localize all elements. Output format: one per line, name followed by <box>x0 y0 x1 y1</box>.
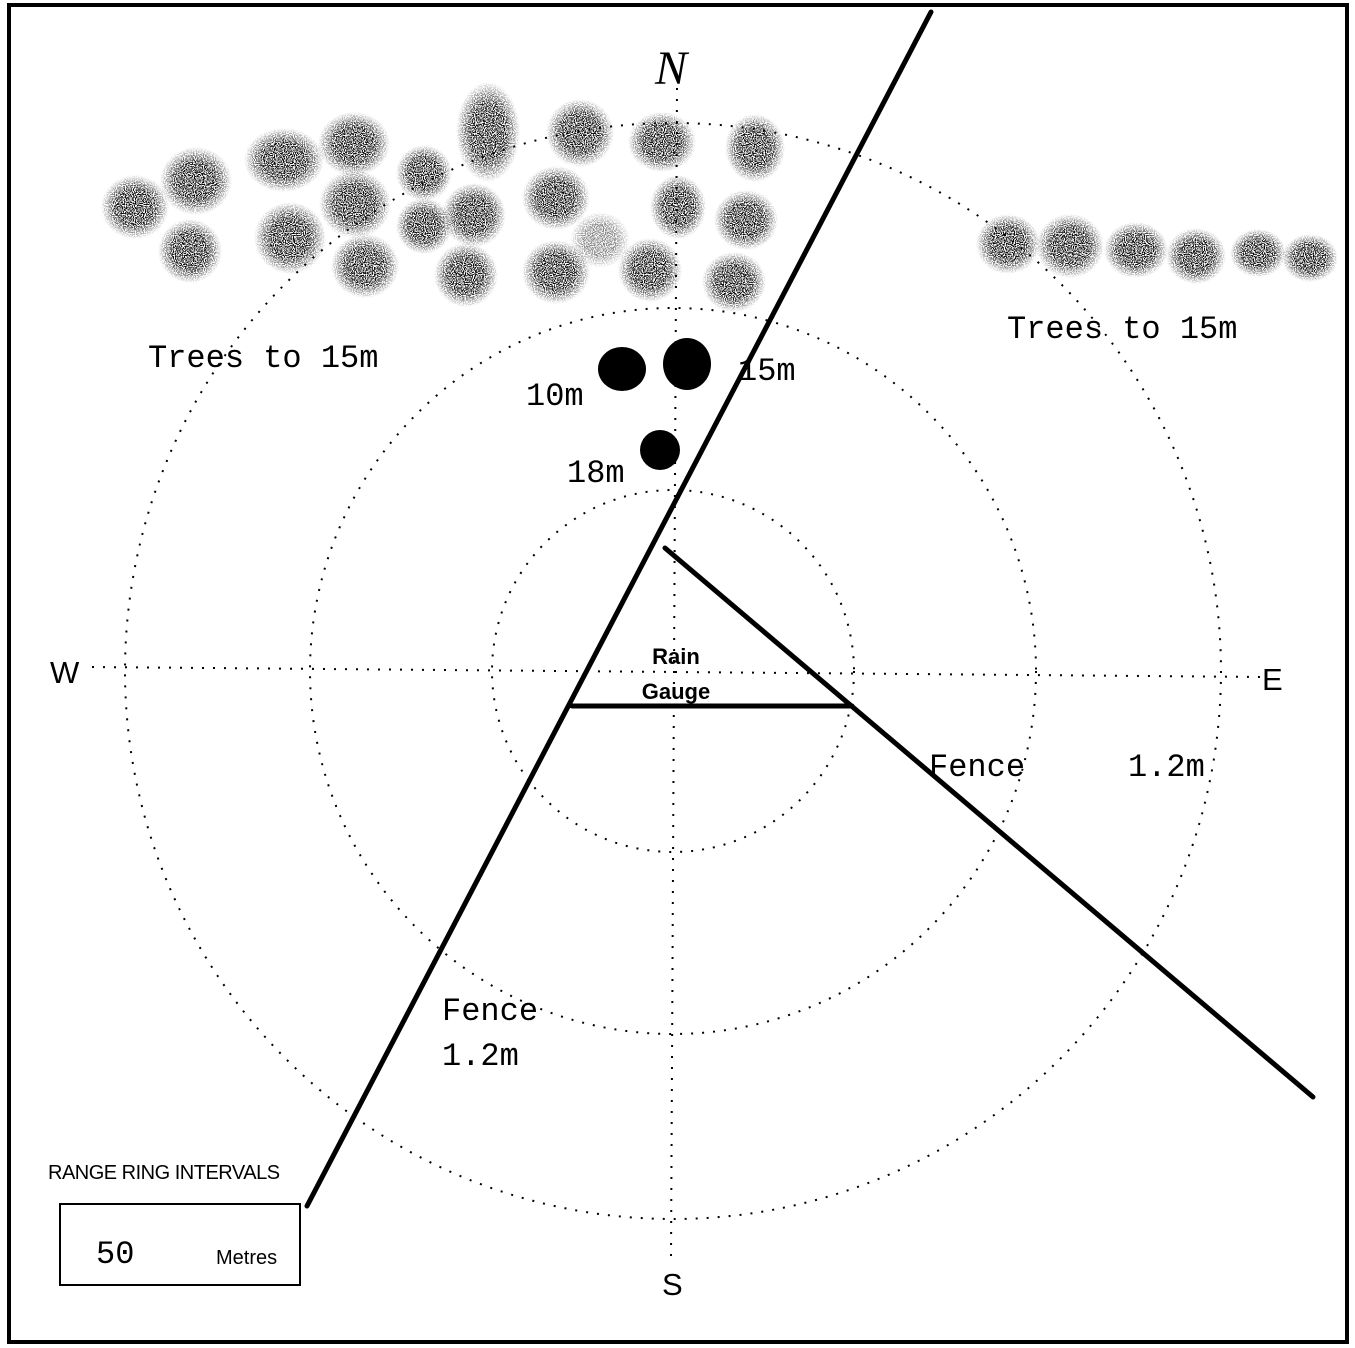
tree-icon <box>254 202 326 274</box>
tree-icon <box>714 190 778 250</box>
tree-icon <box>618 238 682 302</box>
tree-icon-18m <box>640 430 680 470</box>
tree-icon <box>522 166 590 230</box>
tree-icon <box>628 112 696 172</box>
tree-icon <box>546 99 614 167</box>
tree-cluster-northeast <box>976 214 1338 284</box>
tree-icon-10m <box>598 347 646 391</box>
tree-icon-15m <box>663 338 711 390</box>
fence-label-east: Fence <box>929 749 1025 786</box>
tree-height-label-18m: 18m <box>567 455 625 492</box>
tree-icon <box>702 252 766 312</box>
tree-height-label-15m: 15m <box>738 353 796 390</box>
tree-icon <box>1230 229 1286 277</box>
range-ring-2 <box>309 307 1037 1035</box>
tree-icon <box>1282 234 1338 282</box>
tree-icon <box>1104 222 1168 278</box>
tree-cluster-northwest <box>101 82 785 312</box>
rain-gauge-label-line2: Gauge <box>642 679 710 704</box>
fence-height-label-east: 1.2m <box>1128 749 1205 786</box>
tree-icon <box>976 214 1040 274</box>
legend-box <box>59 1203 301 1286</box>
individual-trees <box>598 338 711 470</box>
tree-icon <box>244 128 324 192</box>
tree-icon <box>158 219 222 283</box>
rain-gauge-label-line1: Rain <box>652 644 700 669</box>
range-rings <box>124 122 1222 1220</box>
tree-icon <box>570 212 630 268</box>
tree-icon <box>319 170 391 238</box>
fence-height-label-south: 1.2m <box>442 1038 519 1075</box>
tree-icon <box>725 114 785 182</box>
fence-label-south: Fence <box>442 993 538 1030</box>
tree-icon <box>1166 228 1226 284</box>
west-label: W <box>50 655 80 690</box>
trees-label-northeast: Trees to 15m <box>1007 311 1237 348</box>
legend-title: RANGE RING INTERVALS <box>48 1162 280 1184</box>
north-label: N <box>654 42 690 95</box>
tree-icon <box>650 175 706 239</box>
legend-unit: Metres <box>216 1247 277 1269</box>
fence-northwest-southeast <box>662 545 1316 1100</box>
range-ring-legend: RANGE RING INTERVALS 50 Metres <box>48 1162 301 1286</box>
fence-northeast-southwest <box>304 9 934 1209</box>
south-label: S <box>662 1267 683 1302</box>
legend-value: 50 <box>96 1236 134 1273</box>
trees-label-northwest: Trees to 15m <box>148 340 378 377</box>
tree-icon <box>434 243 498 307</box>
range-ring-1 <box>491 489 855 853</box>
tree-icon <box>318 112 390 176</box>
tree-icon <box>456 82 520 182</box>
tree-icon <box>396 198 452 254</box>
east-label: E <box>1262 662 1283 697</box>
tree-icon <box>160 147 232 215</box>
tree-icon <box>1036 214 1104 278</box>
tree-icon <box>396 145 452 201</box>
tree-icon <box>331 234 399 298</box>
tree-icon <box>101 175 169 239</box>
tree-icon <box>442 183 506 247</box>
range-ring-3 <box>124 122 1222 1220</box>
tree-icon <box>522 240 590 304</box>
tree-height-label-10m: 10m <box>526 378 584 415</box>
fences <box>304 9 1316 1209</box>
